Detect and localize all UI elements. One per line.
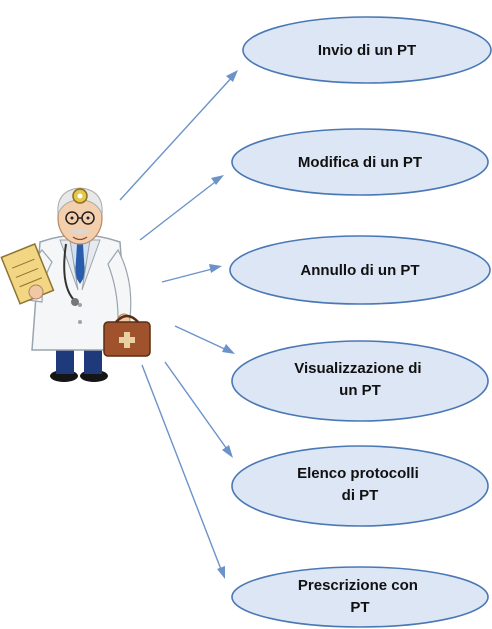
use-case-5-line-2: di PT: [342, 487, 379, 504]
use-case-2-line-1: Modifica di un PT: [298, 154, 422, 171]
arrow-6: [141, 364, 225, 579]
arrow-3: [161, 264, 222, 283]
use-case-3-line-1: Annullo di un PT: [300, 262, 419, 279]
use-case-1: Invio di un PT: [242, 16, 492, 84]
use-case-4-line-2: un PT: [339, 382, 381, 399]
svg-text:Annullo di un PT: Annullo di un PT: [300, 262, 419, 279]
arrows: [119, 70, 238, 579]
use-case-2: Modifica di un PT: [231, 128, 489, 196]
use-case-6: Prescrizione con PT: [231, 566, 489, 628]
use-case-4: Visualizzazione di un PT: [231, 340, 489, 422]
doctor-icon: [0, 187, 151, 382]
arrow-4: [174, 325, 235, 354]
arrow-1: [119, 70, 238, 201]
use-case-6-line-1: Prescrizione con: [298, 577, 418, 594]
svg-text:Invio di un PT: Invio di un PT: [318, 42, 416, 59]
svg-text:Elenco protocolli di PT: Elenco protocolli di PT: [297, 465, 423, 504]
use-case-5: Elenco protocolli di PT: [231, 445, 489, 527]
svg-text:Visualizzazione di un PT: Visualizzazione di un PT: [294, 360, 425, 399]
use-case-1-line-1: Invio di un PT: [318, 42, 416, 59]
svg-text:Modifica di un PT: Modifica di un PT: [298, 154, 422, 171]
arrow-5: [164, 361, 233, 458]
use-case-3: Annullo di un PT: [229, 235, 491, 305]
use-case-4-line-1: Visualizzazione di: [294, 360, 421, 377]
arrow-2: [139, 175, 224, 241]
svg-text:Prescrizione con PT: Prescrizione con PT: [298, 577, 422, 616]
use-case-6-line-2: PT: [350, 599, 369, 616]
use-case-5-line-1: Elenco protocolli: [297, 465, 419, 482]
